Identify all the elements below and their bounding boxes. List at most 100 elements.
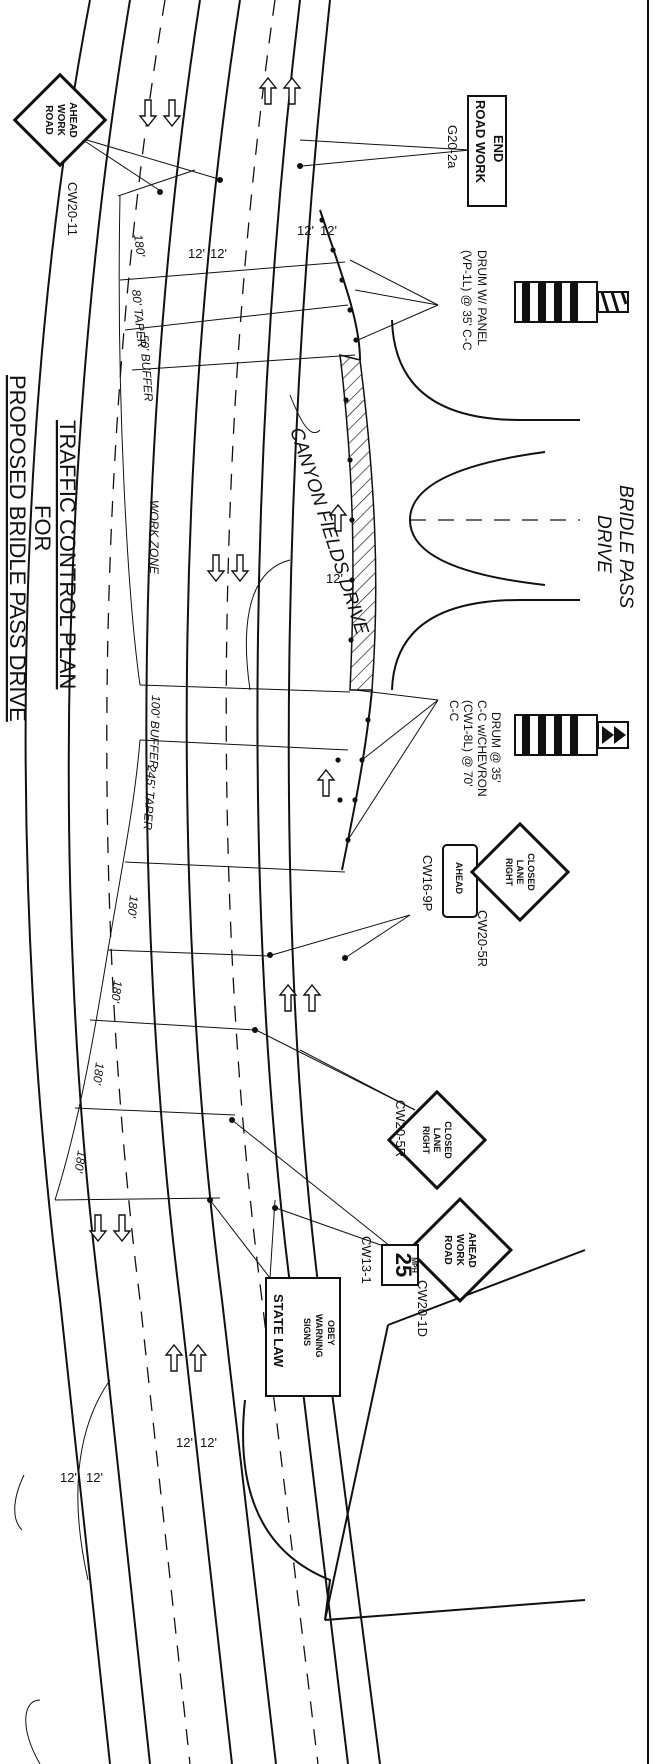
leader-lines <box>79 137 471 1279</box>
dim-line <box>139 739 349 751</box>
sign-line: WORK <box>454 1234 465 1266</box>
dim-180-2: 180' <box>125 895 141 919</box>
dim-line <box>131 354 356 371</box>
sign-code: CW20-11 <box>65 182 80 236</box>
road-edge-outer-left <box>24 0 111 1764</box>
lane-closure-hatch <box>339 354 377 691</box>
sign-road-work-ahead-bottom: ROAD WORK AHEAD <box>406 1196 514 1304</box>
sign-line: CLOSED <box>443 1121 453 1159</box>
sign-line: ROAD <box>43 105 54 134</box>
drum-label-line: DRUM W/ PANEL <box>475 250 489 346</box>
arrow-down-pair-top <box>138 99 182 128</box>
median-edge-left <box>145 0 233 1764</box>
sign-line: SIGNS <box>302 1318 312 1346</box>
drum-label-line: DRUM @ 35' <box>489 712 503 782</box>
arrow-down-pair-bottom <box>88 1214 132 1243</box>
sign-line: WARNING <box>314 1314 324 1358</box>
sign-line: AHEAD <box>67 102 78 138</box>
sign-line: WORK <box>55 104 66 136</box>
dim-100-buffer: 100' BUFFER <box>146 695 163 769</box>
parcel-outline <box>242 1249 586 1621</box>
dim-line <box>139 684 351 693</box>
median-edge-right <box>185 0 277 1764</box>
dim-line <box>74 1107 236 1116</box>
lane-line-1 <box>106 0 191 1764</box>
lane-arrow-up-icon <box>328 503 348 532</box>
sign-line: LANE <box>432 1128 442 1153</box>
merge-nose-lower <box>289 394 321 433</box>
sign-line: STATE LAW <box>271 1294 286 1368</box>
road-edge-curb-right <box>256 0 349 1764</box>
drum-label-line: (CW1-8L) @ 70' <box>461 700 475 787</box>
street-bridle-pass-2: DRIVE <box>593 515 614 573</box>
drum-panel-icon <box>514 281 629 323</box>
sign-line: LANE <box>515 860 525 885</box>
dim-180-3: 180' <box>108 980 125 1005</box>
drum-label-line: C-C w/CHEVRON <box>475 700 489 797</box>
lane-width: 12' <box>210 246 227 261</box>
lane-line-2 <box>225 0 319 1764</box>
dim-line <box>117 169 196 197</box>
sign-code: CW20-5R <box>475 910 490 967</box>
lane-width: 12' <box>188 246 205 261</box>
drum-panel-label: DRUM W/ PANEL (VP-1L) @ 35' C-C <box>460 250 489 351</box>
lane-width: 12' <box>86 1470 103 1485</box>
dim-80-taper: 80' TAPER <box>129 289 149 349</box>
title-line-2: FOR <box>30 505 55 551</box>
dim-180-1: 180' <box>131 233 148 258</box>
lane-arrow-up-icon <box>302 983 322 1012</box>
direction-arrows <box>88 76 348 1372</box>
merge-nose-edge <box>14 1474 25 1531</box>
lane-width-labels: 12' 12' 12' 12' 12' 12' 12' 12' 12' <box>60 223 343 1485</box>
road-lines <box>24 0 381 1764</box>
speed-value: 25 <box>391 1253 416 1277</box>
sign-road-work-ahead-top: ROAD WORK AHEAD <box>12 72 108 168</box>
dim-50-buffer: 50' BUFFER <box>137 334 156 402</box>
sign-line: END <box>491 135 506 162</box>
lane-width: 12' <box>200 1435 217 1450</box>
lane-arrow-down-icon <box>112 1214 132 1243</box>
sign-ahead-plaque: AHEAD <box>442 844 478 918</box>
speed-unit: MPH <box>410 1257 417 1273</box>
dim-180-4: 180' <box>90 1062 107 1087</box>
arrow-up-pair-bottom <box>164 1343 208 1372</box>
arrow-up-pair-lower <box>278 983 322 1012</box>
drum-label-line: (VP-1L) @ 35' C-C <box>460 250 474 351</box>
sign-line: AHEAD <box>466 1232 477 1268</box>
arrow-up-middle <box>328 503 348 532</box>
dim-180-5: 180' <box>71 1150 88 1175</box>
lane-arrow-down-icon <box>138 99 158 128</box>
taper-line-top <box>319 209 361 361</box>
lane-arrow-up-icon <box>282 76 302 105</box>
plan-title: TRAFFIC CONTROL PLAN FOR PROPOSED BRIDLE… <box>5 375 80 722</box>
dim-line <box>107 949 271 957</box>
dim-line <box>124 861 346 873</box>
dim-245-taper: 245' TAPER <box>140 764 159 831</box>
arrow-down-pair-middle <box>206 554 250 583</box>
sign-line: RIGHT <box>421 1126 431 1155</box>
merge-nose-left-bottom <box>77 1379 111 1581</box>
lane-width: 12' <box>326 571 343 586</box>
sign-line: CLOSED <box>526 853 536 891</box>
plaque-text: AHEAD <box>454 862 464 895</box>
sign-speed-limit: 25 MPH <box>381 1244 419 1286</box>
sign-line: OBEY <box>326 1320 336 1346</box>
drum-label-line: C-C <box>447 700 461 722</box>
dim-work-zone: WORK ZONE <box>147 500 161 575</box>
lane-arrow-up-icon <box>278 983 298 1012</box>
bridle-pass-drive <box>391 319 580 691</box>
sign-code: CW13-1 <box>359 1236 374 1284</box>
sign-line: ROAD <box>442 1235 453 1264</box>
sign-end-road-work: END ROAD WORK <box>467 95 507 207</box>
sign-line: RIGHT <box>504 858 514 887</box>
sign-line: ROAD WORK <box>473 100 488 184</box>
merge-nose-bottom <box>25 1699 41 1764</box>
lane-arrow-up-icon <box>164 1343 184 1372</box>
lane-width: 12' <box>297 223 314 238</box>
title-line-3: PROPOSED BRIDLE PASS DRIVE <box>5 375 30 722</box>
dim-line <box>124 304 349 331</box>
lane-width: 12' <box>60 1470 77 1485</box>
sign-code: CW20-1D <box>415 1280 430 1337</box>
drum-chevron-label: DRUM @ 35' C-C w/CHEVRON (CW1-8L) @ 70' … <box>447 700 503 797</box>
